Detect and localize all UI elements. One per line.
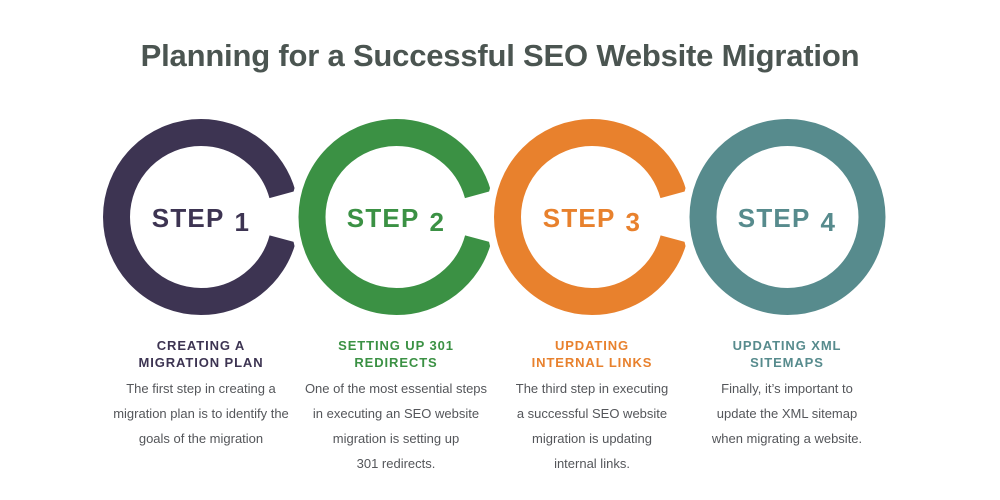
step-3-ring <box>494 119 690 315</box>
step-word: STEP <box>151 203 225 233</box>
description-line: Finally, it’s important to <box>721 381 853 396</box>
description-line: One of the most essential steps <box>304 381 488 396</box>
description-line: a successful SEO website <box>516 406 668 421</box>
description-line: when migrating a website. <box>711 431 863 446</box>
step-3-description: The third step in executing a successful… <box>482 376 702 476</box>
description-line: 301 redirects. <box>356 456 436 471</box>
step-4-label: STEP 4 <box>697 203 877 237</box>
description-line: The first step in creating a <box>126 381 276 396</box>
heading-line: SETTING UP 301 <box>338 338 454 353</box>
step-2-ring <box>298 119 495 315</box>
description-line: in executing an SEO website <box>312 406 480 421</box>
description-line: internal links. <box>554 456 630 471</box>
step-word: STEP <box>346 203 420 233</box>
description-line: migration is setting up <box>332 431 460 446</box>
heading-line: INTERNAL LINKS <box>531 355 653 370</box>
page-title: Planning for a Successful SEO Website Mi… <box>140 38 860 73</box>
heading-line: UPDATING <box>554 338 630 353</box>
step-number: 4 <box>820 207 837 237</box>
heading-line: UPDATING XML <box>732 338 842 353</box>
step-1-ring <box>103 119 299 315</box>
step-1-label: STEP 1 <box>111 203 291 237</box>
heading-line: SITEMAPS <box>750 355 824 370</box>
step-number: 2 <box>429 207 446 237</box>
step-4-description: Finally, it’s important to update the XM… <box>677 376 897 451</box>
heading-line: CREATING A <box>156 338 246 353</box>
step-word: STEP <box>737 203 811 233</box>
step-2-heading: SETTING UP 301 REDIRECTS <box>286 337 506 371</box>
description-line: goals of the migration <box>138 431 264 446</box>
step-3-label: STEP 3 <box>502 203 682 237</box>
step-number: 3 <box>625 207 642 237</box>
step-4-ring <box>689 119 886 315</box>
description-line: The third step in executing <box>515 381 669 396</box>
step-4-heading: UPDATING XML SITEMAPS <box>677 337 897 371</box>
step-2-label: STEP 2 <box>306 203 486 237</box>
heading-line: MIGRATION PLAN <box>138 355 264 370</box>
step-3-heading: UPDATING INTERNAL LINKS <box>482 337 702 371</box>
description-line: migration plan is to identify the <box>113 406 289 421</box>
step-2-description: One of the most essential steps in execu… <box>286 376 506 476</box>
step-word: STEP <box>542 203 616 233</box>
heading-line: REDIRECTS <box>354 355 438 370</box>
step-number: 1 <box>234 207 251 237</box>
description-line: migration is updating <box>532 431 652 446</box>
step-1-heading: CREATING A MIGRATION PLAN <box>91 337 311 371</box>
description-line: update the XML sitemap <box>716 406 858 421</box>
step-1-description: The first step in creating a migration p… <box>91 376 311 451</box>
